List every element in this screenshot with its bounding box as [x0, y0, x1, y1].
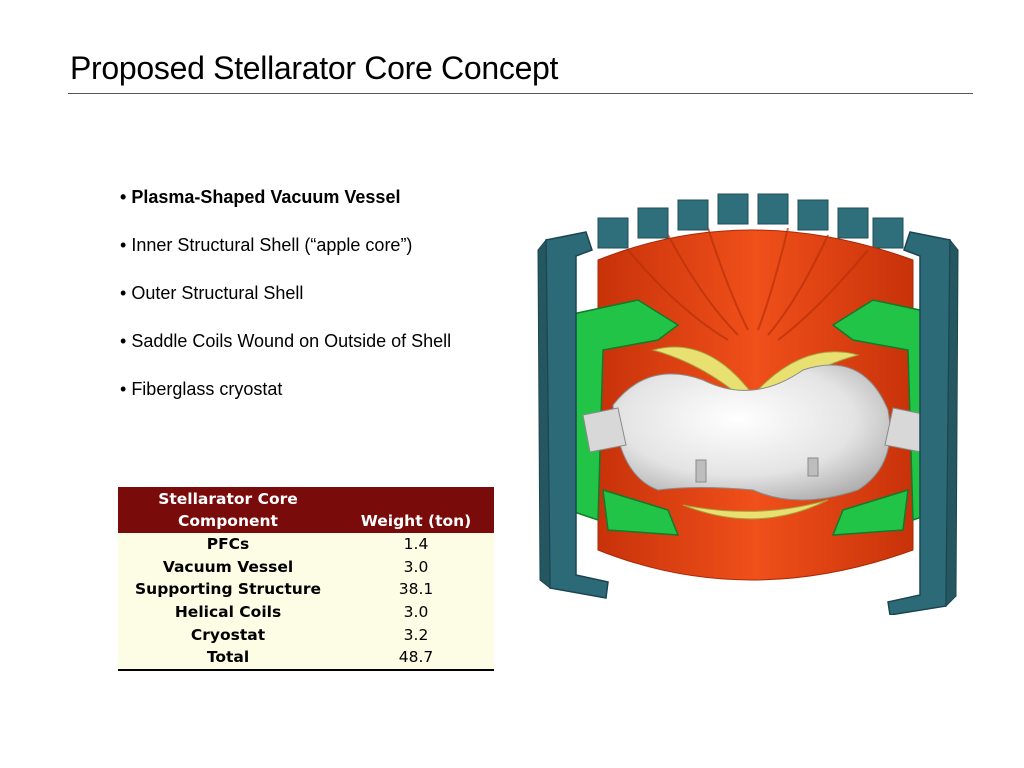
- bullet-item: •Fiberglass cryostat: [120, 377, 451, 425]
- bullet-dot-icon: •: [120, 379, 127, 399]
- header-component-line1: Stellarator Core: [158, 490, 298, 508]
- table-row: Cryostat 3.2: [118, 623, 494, 646]
- table-row: PFCs 1.4: [118, 533, 494, 556]
- vessel-ports: [582, 407, 929, 483]
- cell-component: PFCs: [206, 535, 250, 554]
- bullet-dot-icon: •: [120, 235, 127, 255]
- tf-coils-back: [597, 193, 904, 249]
- cell-weight: 48.7: [338, 645, 494, 671]
- bullet-text: Fiberglass cryostat: [131, 379, 283, 399]
- cell-component: Supporting Structure: [135, 580, 321, 599]
- bullet-item: •Plasma-Shaped Vacuum Vessel: [120, 185, 451, 233]
- tf-coils-front: [545, 231, 951, 615]
- tf-coil-sides: [537, 238, 959, 608]
- bullet-text: Outer Structural Shell: [131, 283, 304, 303]
- header-component-line2: Component: [178, 512, 278, 530]
- cell-component: Helical Coils: [174, 603, 282, 622]
- bullet-item: •Saddle Coils Wound on Outside of Shell: [120, 329, 451, 377]
- slide-title: Proposed Stellarator Core Concept: [70, 50, 559, 86]
- cell-weight: 3.2: [403, 625, 429, 644]
- table-row: Supporting Structure 38.1: [118, 578, 494, 601]
- bullet-dot-icon: •: [120, 187, 127, 207]
- cell-weight: 38.1: [398, 580, 434, 599]
- cell-weight: 3.0: [403, 557, 429, 576]
- helical-coil: [651, 346, 860, 411]
- header-weight: Weight (ton): [360, 512, 472, 530]
- bullet-list: •Plasma-Shaped Vacuum Vessel •Inner Stru…: [120, 185, 451, 425]
- table-row: Vacuum Vessel 3.0: [118, 555, 494, 579]
- bullet-dot-icon: •: [120, 331, 127, 351]
- cell-weight: 1.4: [403, 535, 429, 554]
- bullet-dot-icon: •: [120, 283, 127, 303]
- title-divider: [68, 93, 973, 94]
- stellarator-core-illustration: [537, 193, 959, 615]
- header-component: Stellarator Core Component: [118, 487, 338, 533]
- bullet-item: •Outer Structural Shell: [120, 281, 451, 329]
- bullet-text: Saddle Coils Wound on Outside of Shell: [131, 331, 452, 351]
- cell-component: Vacuum Vessel: [162, 557, 294, 576]
- table-row: Helical Coils 3.0: [118, 600, 494, 624]
- vacuum-vessel: [612, 364, 891, 501]
- cell-weight: 3.0: [403, 603, 429, 622]
- bullet-text: Plasma-Shaped Vacuum Vessel: [131, 187, 401, 207]
- weight-table: Stellarator Core Component Weight (ton) …: [118, 487, 494, 671]
- bullet-text: Inner Structural Shell (“apple core”): [131, 235, 413, 255]
- helical-coil-lower: [682, 499, 829, 520]
- cell-component: Cryostat: [190, 625, 266, 644]
- table-header-row: Stellarator Core Component Weight (ton): [118, 487, 494, 533]
- cell-component: Total: [118, 645, 338, 671]
- bullet-item: •Inner Structural Shell (“apple core”): [120, 233, 451, 281]
